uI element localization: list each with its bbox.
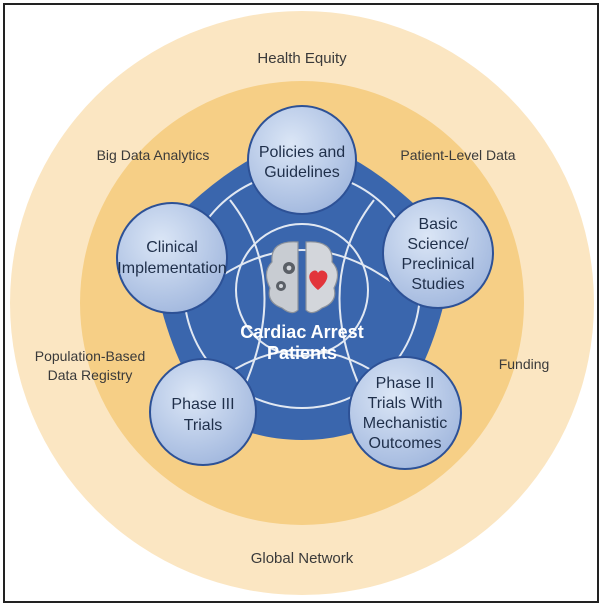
- node-phase-iii-trials: Phase III Trials: [149, 358, 257, 466]
- label-funding: Funding: [499, 356, 550, 372]
- gear-icon: [276, 262, 295, 291]
- node-phase-ii-trials: Phase II Trials With Mechanistic Outcome…: [348, 356, 462, 470]
- svg-text:Phase II: Phase II: [376, 375, 435, 392]
- label-global-network: Global Network: [251, 550, 354, 567]
- svg-text:Trials With: Trials With: [368, 395, 443, 412]
- center-title-line2: Patients: [267, 343, 337, 363]
- node-policies-guidelines: Policies and Guidelines: [247, 105, 357, 215]
- svg-text:Trials: Trials: [184, 417, 223, 434]
- node-basic-science: Basic Science/ Preclinical Studies: [382, 197, 494, 309]
- label-population-based: Population-Based: [35, 348, 146, 364]
- svg-text:Mechanistic: Mechanistic: [363, 415, 447, 432]
- svg-text:Guidelines: Guidelines: [264, 164, 340, 181]
- node-clinical-implementation: Clinical Implementation: [116, 202, 228, 314]
- label-patient-level-data: Patient-Level Data: [400, 147, 515, 163]
- label-big-data-analytics: Big Data Analytics: [97, 147, 210, 163]
- svg-text:Phase III: Phase III: [171, 396, 234, 413]
- svg-text:Studies: Studies: [411, 276, 464, 293]
- svg-text:Preclinical: Preclinical: [402, 256, 475, 273]
- svg-text:Implementation: Implementation: [117, 260, 226, 277]
- svg-text:Basic: Basic: [418, 216, 457, 233]
- heart-icon: [309, 270, 328, 290]
- svg-text:Policies and: Policies and: [259, 144, 345, 161]
- svg-text:Science/: Science/: [407, 236, 469, 253]
- svg-text:Clinical: Clinical: [146, 239, 198, 256]
- label-health-equity: Health Equity: [257, 50, 347, 67]
- svg-text:Outcomes: Outcomes: [369, 435, 442, 452]
- center-title-line1: Cardiac Arrest: [240, 322, 363, 342]
- label-data-registry: Data Registry: [48, 367, 133, 383]
